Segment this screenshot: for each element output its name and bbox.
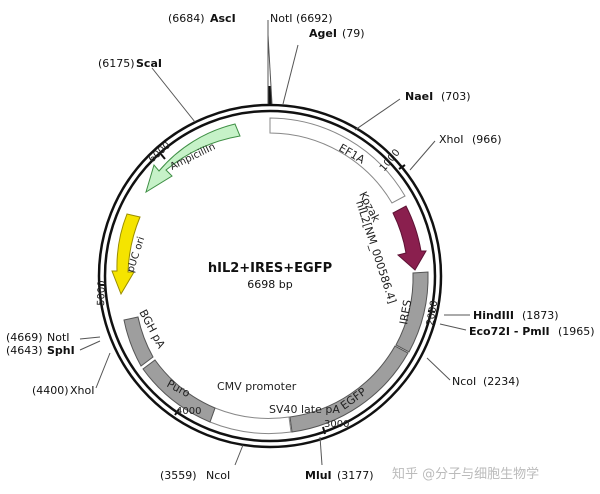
tick-3000: 3000 (324, 419, 349, 430)
plasmid-size: 6698 bp (247, 278, 292, 291)
feature-ires-bar[interactable] (395, 271, 429, 353)
site-mlui-pos: (3177) (337, 469, 374, 482)
site-ncoi-right-name: NcoI (452, 375, 476, 388)
feature-hil2-arrow[interactable] (392, 205, 427, 271)
tick-2000: 2000 (425, 300, 440, 327)
site-ncoi-right-pos: (2234) (483, 375, 520, 388)
site-mlui-name: MluI (305, 469, 332, 482)
site-noti-left-name: NotI (47, 331, 70, 344)
site-eco72i-pos: (1965) (558, 325, 595, 338)
feature-ampicillin-arrow[interactable] (145, 123, 241, 194)
feature-sv40-label: SV40 late pA (269, 403, 340, 416)
site-scai-name: ScaI (136, 57, 162, 70)
feature-puro-bar[interactable] (142, 359, 216, 423)
site-eco72i-name: Eco72I - PmlI (469, 325, 550, 338)
site-hindiii-name: HindIII (473, 309, 514, 322)
site-sphi-name: SphI (47, 344, 75, 357)
scale-ticks (99, 152, 436, 435)
backbone-outer-ring (97, 103, 443, 449)
site-noti-top-pos: (6692) (296, 12, 333, 25)
site-naei-pos: (703) (441, 90, 471, 103)
watermark-text: 知乎 @分子与细胞生物学 (392, 466, 539, 482)
feature-ef1a-arc[interactable] (269, 117, 406, 204)
site-xhoi-top-pos: (966) (472, 133, 502, 146)
tick-4000: 4000 (176, 406, 201, 417)
site-xhoi-left-pos: (4400) (32, 384, 69, 397)
feature-bgh-bar[interactable] (123, 316, 154, 367)
site-noti-left-pos: (4669) (6, 331, 43, 344)
site-leader-lines (79, 20, 470, 466)
site-naei-name: NaeI (405, 90, 433, 103)
site-scai-pos: (6175) (98, 57, 135, 70)
backbone-inner-ring (103, 109, 437, 443)
site-noti-top-name: NotI (270, 12, 293, 25)
site-agei-pos: (79) (342, 27, 365, 40)
feature-ires-label: IRES (397, 299, 414, 326)
site-xhoi-top-name: XhoI (439, 133, 463, 146)
feature-egfp-bar[interactable] (289, 345, 409, 433)
tick-1000: 1000 (378, 147, 403, 174)
site-asci-name: AscI (210, 12, 236, 25)
feature-cmv-label: CMV promoter (217, 380, 297, 393)
site-sphi-pos: (4643) (6, 344, 43, 357)
site-xhoi-left-name: XhoI (70, 384, 94, 397)
site-hindiii-pos: (1873) (522, 309, 559, 322)
plasmid-name: hIL2+IRES+EGFP (208, 261, 332, 276)
tick-5000: 5000 (96, 280, 108, 306)
site-ncoi-bottom-name: NcoI (206, 469, 230, 482)
site-asci-pos: (6684) (168, 12, 205, 25)
feature-puc-ori-arrow[interactable] (111, 213, 141, 296)
site-agei-name: AgeI (309, 27, 337, 40)
site-ncoi-bottom-pos: (3559) (160, 469, 197, 482)
